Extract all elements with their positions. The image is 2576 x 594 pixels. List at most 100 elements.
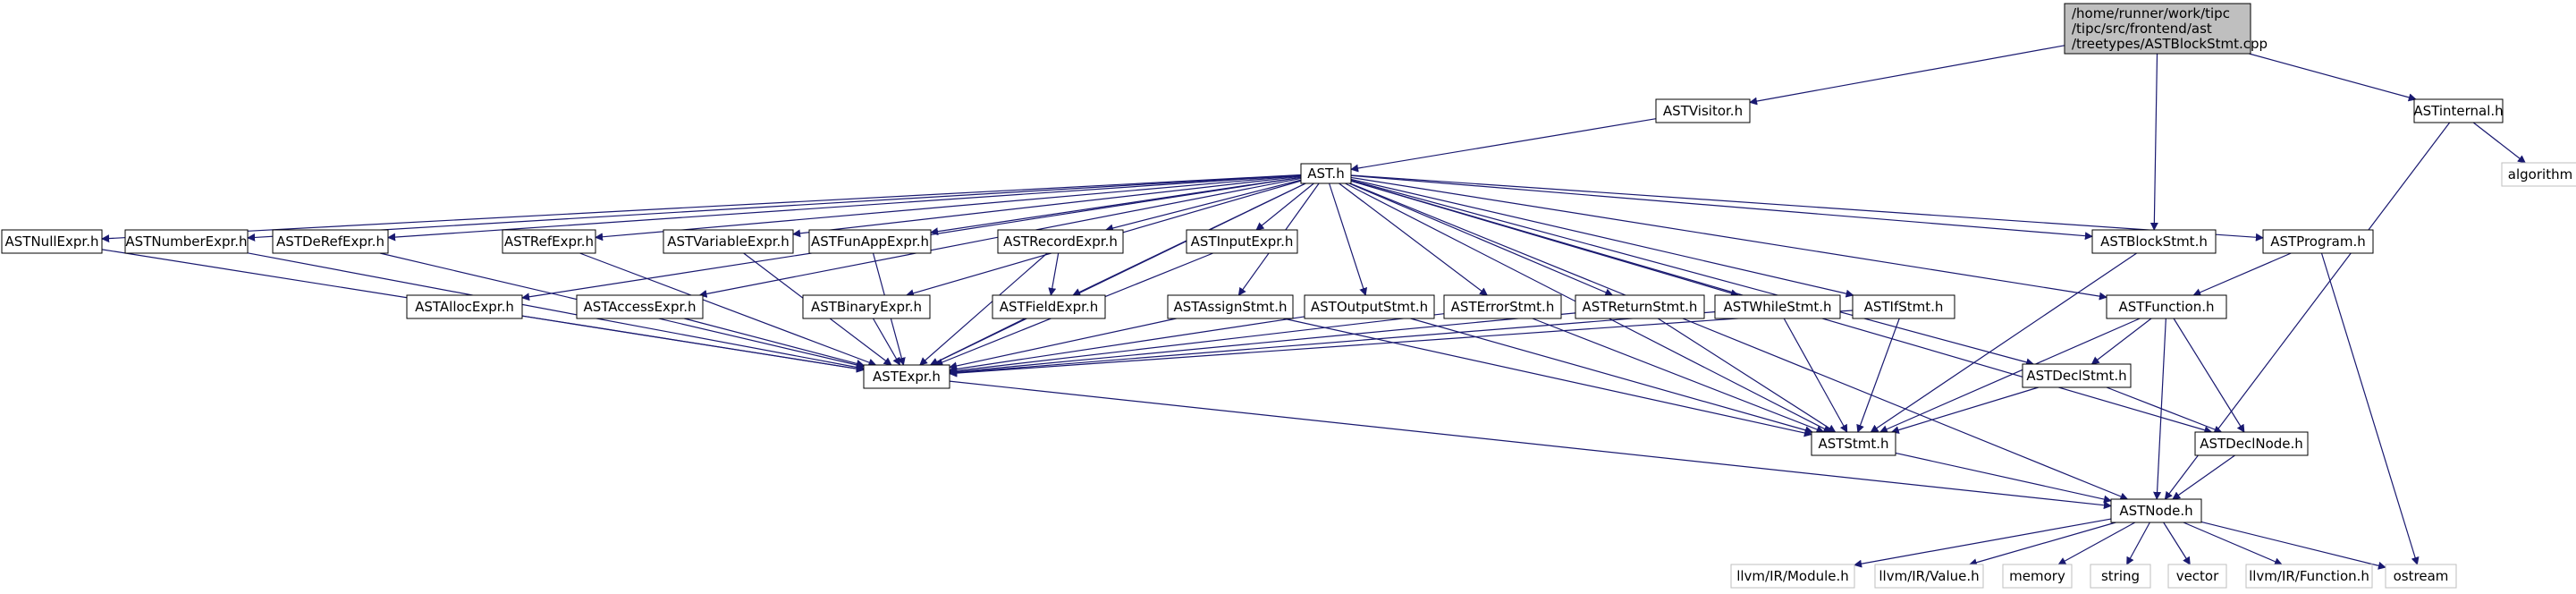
- edge-ast-to-astrecordexpr: [1104, 179, 1302, 233]
- node-label: ASTNullExpr.h: [5, 233, 99, 250]
- node-asterrorstmt[interactable]: ASTErrorStmt.h: [1443, 294, 1562, 319]
- node-box: [1811, 431, 1896, 456]
- node-label: ASTNumberExpr.h: [125, 233, 247, 250]
- node-label: ASTFieldExpr.h: [1000, 299, 1099, 315]
- node-box: [2106, 294, 2227, 319]
- node-box: [1730, 564, 1855, 589]
- edge-astnode-to-llvmvalue: [1968, 522, 2116, 567]
- node-astoutputstmt[interactable]: ASTOutputStmt.h: [1304, 294, 1435, 319]
- node-astnode[interactable]: ASTNode.h: [2110, 498, 2202, 523]
- edge-astnode-to-ostream: [2200, 521, 2386, 570]
- node-aststmt[interactable]: ASTStmt.h: [1811, 431, 1896, 456]
- edge-ast-to-astrefexpr: [595, 174, 1302, 242]
- root-label-1: /home/runner/work/tipc: [2072, 5, 2230, 21]
- node-astfunction[interactable]: ASTFunction.h: [2106, 294, 2227, 319]
- node-astderefexpr[interactable]: ASTDeRefExpr.h: [272, 229, 389, 254]
- edge-ast-to-astvariableexpr: [792, 175, 1302, 238]
- node-label: ASTVisitor.h: [1663, 103, 1743, 119]
- node-astrefexpr[interactable]: ASTRefExpr.h: [502, 229, 596, 254]
- node-astaccessexpr[interactable]: ASTAccessExpr.h: [576, 294, 704, 319]
- node-string: string: [2090, 564, 2151, 589]
- node-astvisitor[interactable]: ASTVisitor.h: [1655, 98, 1751, 123]
- node-label: ASTErrorStmt.h: [1451, 299, 1555, 315]
- node-astnumberexpr[interactable]: ASTNumberExpr.h: [124, 229, 249, 254]
- edge-astreturnstmt-to-aststmt: [1657, 318, 1837, 433]
- edge-astfunction-to-astdeclstmt: [2090, 318, 2152, 365]
- node-astifstmt[interactable]: ASTIfStmt.h: [1852, 294, 1955, 319]
- root-label-3: /treetypes/ASTBlockStmt.cpp: [2072, 36, 2268, 52]
- edge-astdeclnode-to-astnode: [2172, 454, 2235, 500]
- edge-astrecordexpr-to-astexpr: [919, 252, 1048, 366]
- node-box: [992, 294, 1106, 319]
- node-label: vector: [2176, 568, 2219, 584]
- node-astreturnstmt[interactable]: ASTReturnStmt.h: [1575, 294, 1705, 319]
- edge-asterrorstmt-to-aststmt: [1532, 318, 1825, 434]
- node-llvmmodule: llvm/IR/Module.h: [1730, 564, 1855, 589]
- node-label: ASTInputExpr.h: [1191, 233, 1294, 250]
- node-box: [2501, 162, 2576, 187]
- node-label: llvm/IR/Function.h: [2249, 568, 2369, 584]
- edge-asterrorstmt-to-astexpr: [949, 313, 1445, 375]
- node-astblockstmt[interactable]: ASTBlockStmt.h: [2091, 229, 2217, 254]
- node-label: ASTWhileStmt.h: [1723, 299, 1831, 315]
- node-box: [1186, 229, 1298, 254]
- edge-ast-to-astfunction: [1350, 176, 2107, 301]
- node-label: ASTFunction.h: [2118, 299, 2214, 315]
- edge-astrefexpr-to-astexpr: [579, 252, 877, 367]
- edge-astdeclstmt-to-aststmt: [1890, 386, 2039, 434]
- node-astassignstmt[interactable]: ASTAssignStmt.h: [1167, 294, 1294, 319]
- node-astinternal[interactable]: ASTinternal.h: [2413, 98, 2504, 123]
- edge-astoutputstmt-to-aststmt: [1410, 318, 1813, 435]
- node-label: string: [2101, 568, 2140, 584]
- node-astdeclstmt[interactable]: ASTDeclStmt.h: [2022, 363, 2132, 388]
- node-astprogram[interactable]: ASTProgram.h: [2262, 229, 2374, 254]
- node-astinputexpr[interactable]: ASTInputExpr.h: [1186, 229, 1298, 254]
- node-astbinaryexpr[interactable]: ASTBinaryExpr.h: [802, 294, 931, 319]
- node-label: llvm/IR/Module.h: [1736, 568, 1849, 584]
- node-label: ASTProgram.h: [2270, 233, 2366, 250]
- node-astrecordexpr[interactable]: ASTRecordExpr.h: [997, 229, 1124, 254]
- edge-ast-to-astblockstmt: [1350, 174, 2093, 241]
- node-box: [2002, 564, 2073, 589]
- node-ast[interactable]: AST.h: [1300, 163, 1352, 184]
- edge-astfunction-to-aststmt: [1879, 318, 2141, 433]
- edge-astwhilestmt-to-astexpr: [949, 311, 1716, 377]
- node-astnullexpr[interactable]: ASTNullExpr.h: [1, 229, 103, 254]
- edge-astfunction-to-astdeclnode: [2173, 318, 2245, 433]
- node-astvariableexpr[interactable]: ASTVariableExpr.h: [663, 229, 794, 254]
- node-astwhilestmt[interactable]: ASTWhileStmt.h: [1714, 294, 1841, 319]
- node-box: [997, 229, 1124, 254]
- edge-ast-to-astreturnstmt: [1348, 182, 1614, 296]
- node-label: ASTReturnStmt.h: [1583, 299, 1698, 315]
- node-astallocexpr[interactable]: ASTAllocExpr.h: [406, 294, 523, 319]
- node-box: [1300, 163, 1352, 184]
- node-astexpr[interactable]: ASTExpr.h: [863, 364, 950, 389]
- edge-astfieldexpr-to-astexpr: [929, 318, 1026, 366]
- node-label: ASTVariableExpr.h: [667, 233, 790, 250]
- node-label: ASTExpr.h: [873, 369, 941, 385]
- node-box: [1655, 98, 1751, 123]
- edge-ast-to-astinputexpr: [1255, 182, 1314, 231]
- node-label: ASTDeRefExpr.h: [276, 233, 384, 250]
- node-label: ASTRefExpr.h: [504, 233, 594, 250]
- node-box: [808, 229, 932, 254]
- node-astfunappexpr[interactable]: ASTFunAppExpr.h: [808, 229, 932, 254]
- node-astdeclnode[interactable]: ASTDeclNode.h: [2194, 431, 2309, 456]
- edge-root-to-astinternal: [2249, 53, 2417, 102]
- edge-aststmt-to-astnode: [1895, 452, 2112, 504]
- node-label: ASTinternal.h: [2413, 103, 2503, 119]
- edge-ast-to-astderefexpr: [387, 174, 1302, 242]
- edge-astrecordexpr-to-astfieldexpr: [1048, 252, 1060, 296]
- edge-astwhilestmt-to-aststmt: [1783, 318, 1848, 433]
- edge-ast-to-asterrorstmt: [1339, 182, 1488, 296]
- node-box: [1874, 564, 1984, 589]
- edge-astreturnstmt-to-astexpr: [949, 312, 1576, 377]
- edge-astaccessexpr-to-astexpr: [684, 318, 865, 368]
- edge-astdeclstmt-to-astdeclnode: [2106, 386, 2223, 434]
- node-astfieldexpr[interactable]: ASTFieldExpr.h: [992, 294, 1106, 319]
- node-label: ASTStmt.h: [1818, 436, 1888, 452]
- node-box: [2090, 564, 2151, 589]
- node-box: [576, 294, 704, 319]
- node-llvmfunction: llvm/IR/Function.h: [2245, 564, 2373, 589]
- edge-astallocexpr-to-astexpr: [521, 315, 865, 373]
